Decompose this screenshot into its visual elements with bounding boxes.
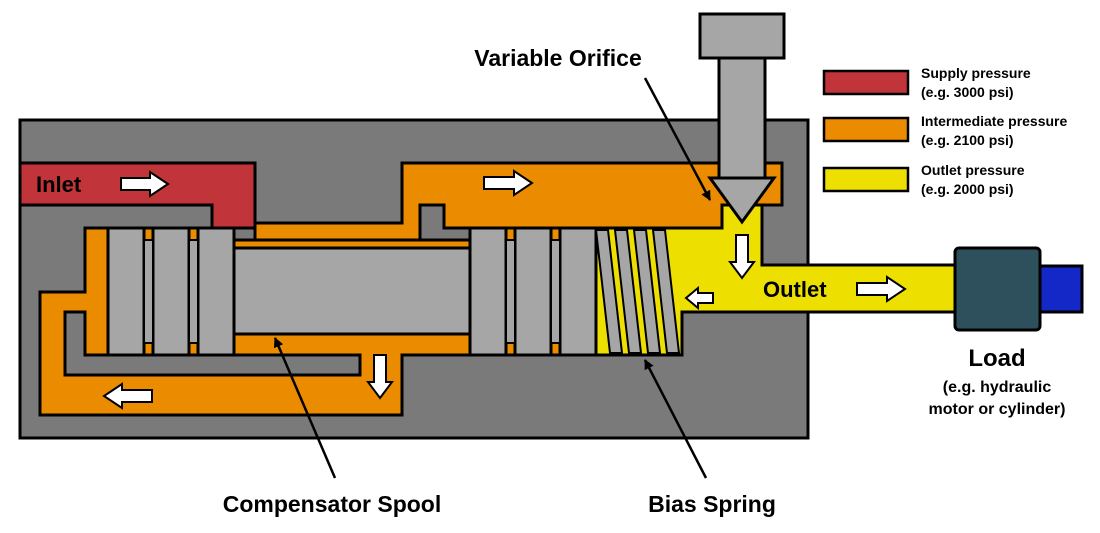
- legend-sub: (e.g. 2100 psi): [921, 132, 1014, 148]
- legend-swatch-intermediate: [822, 116, 910, 143]
- load-subtitle-2: motor or cylinder): [929, 401, 1066, 418]
- outlet-label: Outlet: [763, 277, 827, 302]
- flow-arrow-left-icon: [684, 285, 714, 311]
- legend-label: Outlet pressure: [921, 162, 1025, 178]
- spool-land: [106, 226, 146, 357]
- load-title: Load: [968, 345, 1025, 372]
- load-subtitle-1: (e.g. hydraulic: [943, 379, 1052, 396]
- bias-spring-label: Bias Spring: [648, 491, 776, 517]
- flow-arrow-left-icon: [102, 382, 153, 410]
- legend-sub: (e.g. 3000 psi): [921, 84, 1014, 100]
- spool-land: [558, 226, 598, 357]
- flow-arrow-right-icon: [483, 169, 534, 197]
- legend-label: Intermediate pressure: [921, 113, 1067, 129]
- spool-land: [196, 226, 236, 357]
- spool-land: [513, 226, 553, 357]
- legend: Supply pressure (e.g. 3000 psi) Intermed…: [822, 65, 1067, 197]
- pointer-line: [273, 337, 337, 479]
- spool-land-joint: [505, 239, 516, 344]
- variable-orifice-needle: [698, 12, 786, 225]
- pointer-line: [643, 77, 712, 201]
- flow-arrow-right-icon: [120, 170, 170, 198]
- flow-arrow-down-icon: [728, 234, 756, 280]
- spool-land: [151, 226, 191, 357]
- spool-land-joint: [143, 239, 154, 344]
- load-shaft: [1038, 264, 1084, 314]
- bias-spring: [594, 229, 681, 354]
- legend-label: Supply pressure: [921, 65, 1031, 81]
- pointer-line: [643, 359, 708, 479]
- flow-arrow-right-icon: [856, 275, 907, 303]
- spool-land: [468, 226, 508, 357]
- flow-arrow-down-icon: [366, 354, 394, 400]
- load-block: [953, 246, 1042, 332]
- inlet-label: Inlet: [36, 172, 82, 197]
- spool-shaft: [228, 246, 474, 336]
- spool-land-joint: [550, 239, 561, 344]
- legend-swatch-outlet: [822, 166, 910, 193]
- spool-land-joint: [188, 239, 199, 344]
- compensator-spool-label: Compensator Spool: [223, 491, 442, 517]
- legend-swatch-supply: [822, 69, 910, 96]
- legend-sub: (e.g. 2000 psi): [921, 181, 1014, 197]
- variable-orifice-label: Variable Orifice: [474, 45, 641, 71]
